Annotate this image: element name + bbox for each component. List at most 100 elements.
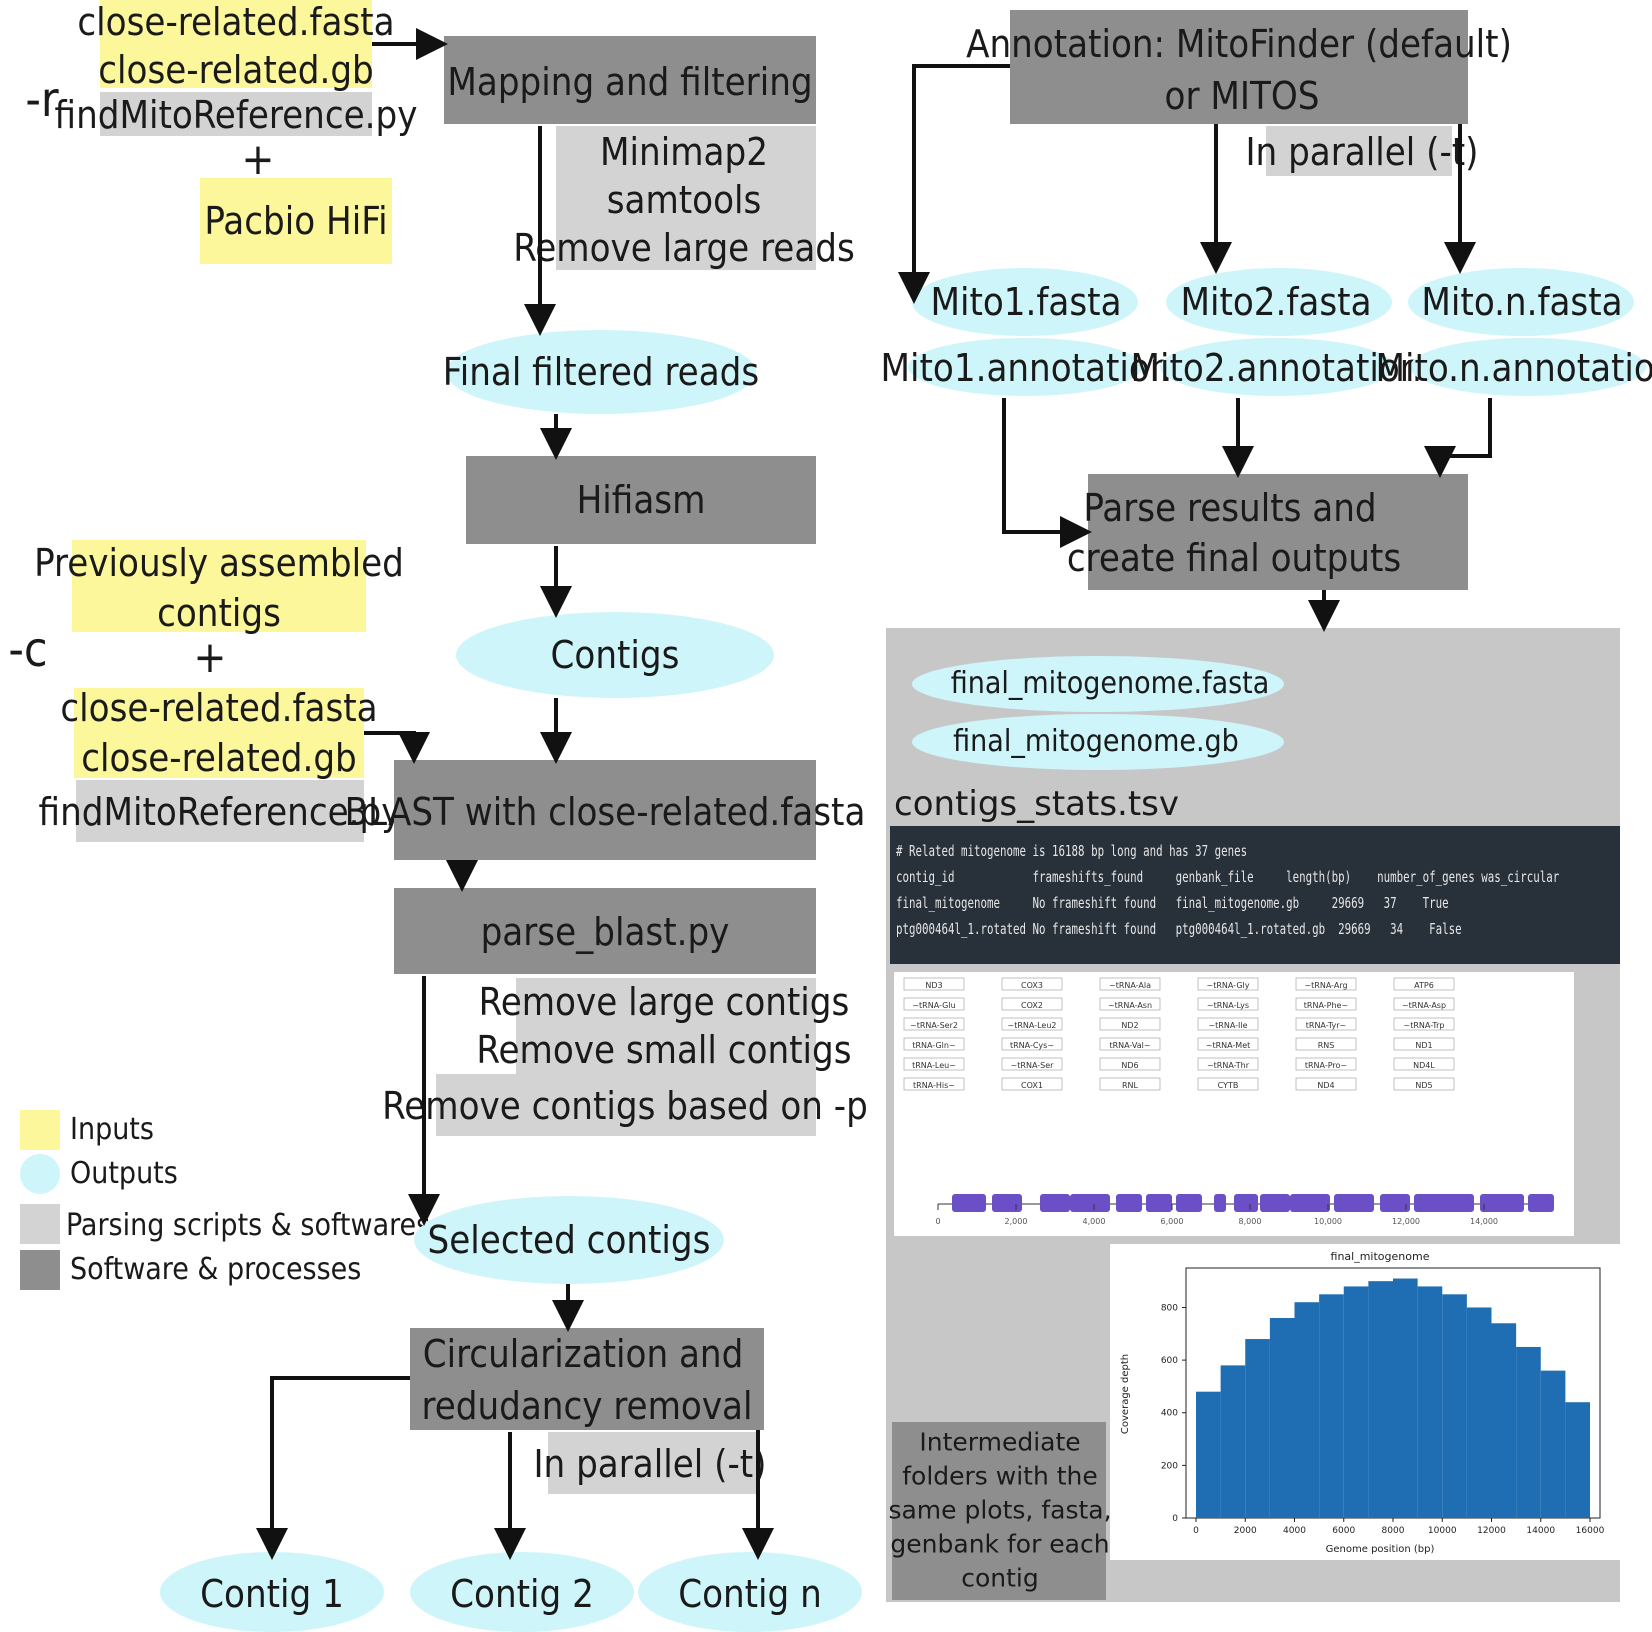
gene-label-box — [1393, 1037, 1455, 1051]
gene-feature — [1480, 1194, 1524, 1212]
coverage-bar — [1196, 1391, 1221, 1518]
output-contig-n — [638, 1552, 862, 1632]
process-hifiasm-label: Hifiasm — [576, 478, 706, 522]
coverage-ytick-label: 200 — [1161, 1461, 1178, 1471]
legend-swatch-software — [20, 1250, 60, 1290]
gene-label-box — [1197, 1037, 1259, 1051]
legend-label-software: Software & processes — [70, 1252, 362, 1287]
stats-line-1: # Related mitogenome is 16188 bp long an… — [896, 842, 1248, 860]
script-findmitoreference-c-label: findMitoReference.py — [38, 790, 402, 834]
gene-feature — [1290, 1194, 1330, 1212]
intermediate-line-2: folders with the — [902, 1461, 1098, 1491]
gene-label-box — [903, 1077, 965, 1091]
process-blast-label: BLAST with close-related.fasta — [344, 790, 866, 834]
plus-sign: + — [241, 134, 275, 185]
tools-parse-2 — [436, 1074, 816, 1136]
gene-label-box — [1099, 1017, 1161, 1031]
gene-label: ~tRNA-Met — [1206, 1041, 1251, 1050]
coverage-xtick-label: 12000 — [1477, 1526, 1506, 1536]
coverage-chart-title: final_mitogenome — [1331, 1250, 1430, 1263]
gene-label: ~tRNA-Asn — [1108, 1001, 1152, 1010]
gene-label-box — [1099, 1077, 1161, 1091]
script-findmitoreference-c — [76, 780, 364, 842]
process-mapping-filtering — [444, 36, 816, 124]
coverage-chart-xlabel: Genome position (bp) — [1326, 1544, 1435, 1555]
gene-feature — [992, 1194, 1022, 1212]
gene-label: ~tRNA-Ser — [1011, 1061, 1055, 1070]
process-parse-results — [1088, 474, 1468, 590]
output-final-filtered-reads — [446, 330, 756, 414]
gene-label-box — [1001, 1017, 1063, 1031]
gene-label: ND4 — [1317, 1081, 1334, 1090]
output-mito1-annotation — [908, 338, 1142, 396]
input-close-related-c — [74, 688, 364, 778]
gene-feature — [1414, 1194, 1474, 1212]
intermediate-folders-note — [892, 1422, 1106, 1600]
coverage-xtick-label: 4000 — [1283, 1526, 1306, 1536]
arrow-annot-to-mito1 — [898, 64, 1010, 304]
gene-label-box — [1099, 997, 1161, 1011]
gene-label: ND1 — [1415, 1041, 1432, 1050]
output-final-mitogenome-gb-label: final_mitogenome.gb — [953, 724, 1239, 759]
coverage-xtick-label: 14000 — [1526, 1526, 1555, 1536]
gene-label-box — [903, 1017, 965, 1031]
script-parse-blast-label: parse_blast.py — [480, 910, 730, 954]
coverage-xtick-label: 2000 — [1234, 1526, 1257, 1536]
gene-label: tRNA-Gln~ — [912, 1041, 955, 1050]
output-mito2-fasta-label: Mito2.fasta — [1180, 280, 1372, 324]
arrow-mito1-to-parse — [1002, 398, 1092, 548]
gene-label: ND3 — [925, 981, 942, 990]
gene-feature — [1334, 1194, 1374, 1212]
process-parse-results-label2: create final outputs — [1066, 536, 1402, 580]
gene-label-box — [1295, 1077, 1357, 1091]
gene-map-tick-label: 8,000 — [1239, 1217, 1262, 1226]
gene-label-box — [1001, 1037, 1063, 1051]
gene-map-tick-label: 0 — [935, 1217, 940, 1226]
gene-map-tick-label: 2,000 — [1005, 1217, 1028, 1226]
coverage-ytick-label: 400 — [1161, 1409, 1178, 1419]
output-contig-1-label: Contig 1 — [200, 1572, 344, 1616]
gene-feature — [1528, 1194, 1554, 1212]
gene-label: tRNA-Tyr~ — [1306, 1021, 1347, 1030]
coverage-ytick-label: 800 — [1161, 1303, 1178, 1313]
gene-label-box — [1295, 977, 1357, 991]
coverage-xtick-label: 8000 — [1382, 1526, 1405, 1536]
step-remove-small-contigs: Remove small contigs — [476, 1028, 852, 1072]
gene-label: COX2 — [1021, 1001, 1043, 1010]
gene-label-box — [1295, 1017, 1357, 1031]
output-final-filtered-reads-label: Final filtered reads — [442, 350, 760, 394]
gene-label-box — [1197, 1017, 1259, 1031]
gene-label: tRNA-Val~ — [1109, 1041, 1150, 1050]
gene-label: tRNA-Pro~ — [1305, 1061, 1347, 1070]
output-contig-n-label: Contig n — [678, 1572, 822, 1616]
output-mito2-fasta — [1166, 268, 1392, 336]
gene-label: tRNA-His~ — [913, 1081, 955, 1090]
gene-map-tick-label: 12,000 — [1392, 1217, 1420, 1226]
gene-feature — [1260, 1194, 1290, 1212]
gene-label-box — [1393, 1017, 1455, 1031]
process-parse-results-label1: Parse results and — [1083, 486, 1377, 530]
output-miton-fasta — [1408, 268, 1634, 336]
gene-map-tick-label: 14,000 — [1470, 1217, 1498, 1226]
script-findmitoreference — [100, 92, 372, 136]
gene-label-box — [1295, 1037, 1357, 1051]
gene-label-box — [1099, 977, 1161, 991]
gene-label-box — [1295, 1057, 1357, 1071]
gene-map-tick-label: 6,000 — [1161, 1217, 1184, 1226]
gene-label: RNS — [1318, 1041, 1335, 1050]
gene-label: RNL — [1122, 1081, 1139, 1090]
coverage-bar — [1540, 1370, 1566, 1518]
gene-label-box — [1393, 1057, 1455, 1071]
coverage-bar — [1417, 1286, 1443, 1518]
gene-feature — [1380, 1194, 1410, 1212]
step-remove-contigs-p: Remove contigs based on -p — [382, 1084, 868, 1128]
process-circularization-label2: redudancy removal — [421, 1384, 753, 1428]
gene-label: ~tRNA-Arg — [1304, 981, 1347, 990]
output-final-mitogenome-fasta — [912, 656, 1284, 712]
tools-parse — [516, 978, 816, 1074]
flag-c: -c — [8, 622, 48, 678]
gene-label: ~tRNA-Ile — [1208, 1021, 1247, 1030]
stats-line-3: final_mitogenome No frameshift found fin… — [896, 894, 1449, 912]
process-circularization-label1: Circularization and — [422, 1332, 744, 1376]
coverage-chart-svg: final_mitogenome Genome position (bp) Co… — [1120, 1250, 1605, 1555]
